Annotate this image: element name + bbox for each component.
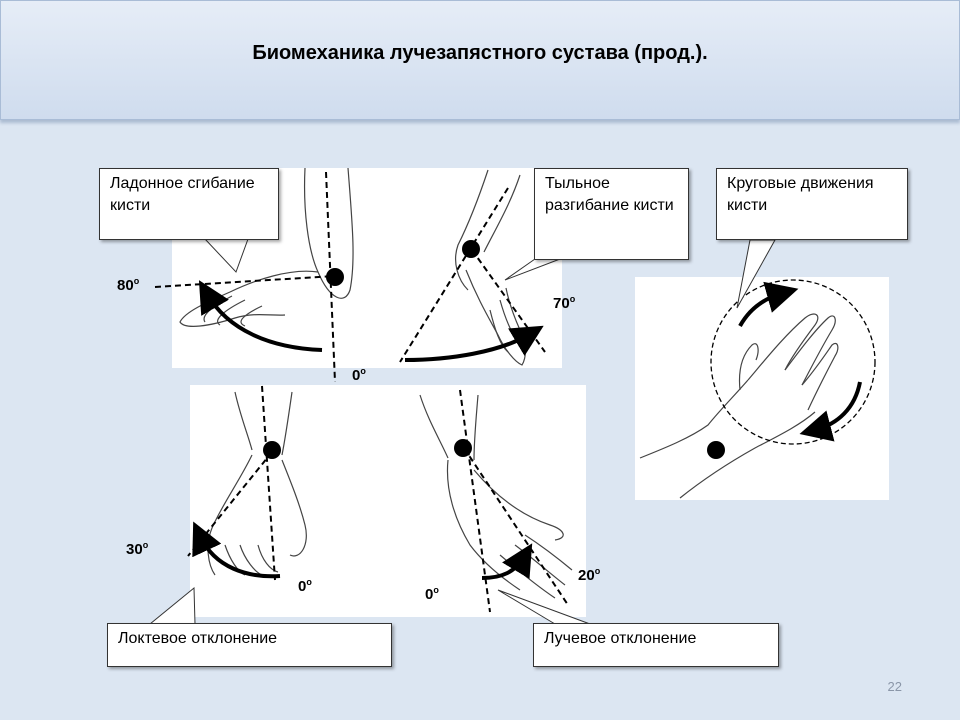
callout-dorsal-extension: Тыльное разгибание кисти [534,168,689,260]
flexion-limit-line [154,275,336,288]
callout-palmar-flexion: Ладонное сгибание кисти [99,168,279,240]
angle-radial: 20o [578,566,601,584]
slide-title: Биомеханика лучезапястного сустава (прод… [252,42,708,64]
angle-radial-zero: 0o [425,585,439,603]
angle-zero-top: 0o [352,366,366,384]
callout-circular: Круговые движения кисти [716,168,908,240]
page-number: 22 [887,679,902,694]
extension-hand-drawing [455,169,526,366]
circular-hand-drawing [639,313,839,499]
ulnar-hand-drawing [207,391,307,576]
angle-extension: 70o [553,294,576,312]
callout-tail-extension [504,258,561,281]
radial-hand-drawing [419,394,573,599]
callout-tail-radial [497,589,591,625]
angle-ulnar-zero: 0o [298,577,312,595]
extension-arrow [404,325,544,362]
callout-tail-circular [736,239,776,309]
radial-arrow [481,543,533,580]
ulnar-arrow [192,521,281,579]
circular-path [710,279,876,445]
callout-tail-ulnar [148,586,196,625]
angle-ulnar: 30o [126,540,149,558]
flexion-joint-dot [326,268,344,286]
angle-flexion: 80o [117,276,140,294]
callout-radial-deviation: Лучевое отклонение [533,623,779,667]
radial-axis [459,389,491,613]
circular-arrow-upper [738,281,799,328]
title-band [0,0,960,120]
extension-axis [399,187,509,363]
radial-joint-dot [454,439,472,457]
panel-circular [635,277,889,500]
callout-tail-flexion [203,238,249,273]
callout-ulnar-deviation: Локтевое отклонение [107,623,392,667]
ulnar-axis [261,385,276,581]
ulnar-joint-dot [263,441,281,459]
circular-arrow-lower [799,381,862,442]
extension-joint-dot [462,240,480,258]
radial-limit-line [463,447,569,606]
circular-joint-dot [707,441,725,459]
flexion-arrow [198,280,323,352]
